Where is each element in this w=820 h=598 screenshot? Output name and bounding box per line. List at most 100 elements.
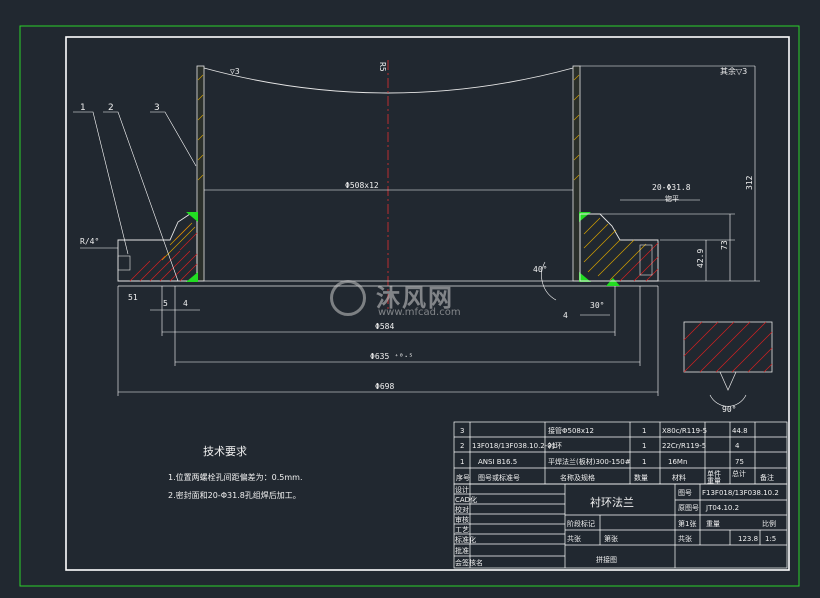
bom-header: 序号 图号或标准号 名称及规格 数量 材料 单件 重量 总计 备注 [456,469,774,485]
label-3: 3 [154,103,160,113]
title-block-roles: 设计 CAD化 校对 审核 工艺 标准化 批准 会签核名 [455,485,483,567]
detail-groove [719,371,737,391]
bom-name: 衬环 [548,441,562,450]
dim-inner-diameter: Φ508x12 [345,181,379,190]
dim-698: Φ698 [375,382,394,391]
bom-code: ANSI B16.5 [478,458,517,466]
tb-sheet-count: 共张 [678,534,692,543]
bom-h-note: 备注 [760,473,774,482]
bom-row-3: 3 接管Φ508x12 1 X80c/R119-5 44.8 [460,426,748,435]
top-note: R5 [378,62,387,72]
bom-h-qty: 数量 [634,473,648,482]
bom-qty: 1 [642,458,646,466]
dim-584: Φ584 [375,322,394,331]
tb-weight-label: 重量 [706,520,720,528]
tb-sheet-label: 第1张 [678,519,696,528]
wall-hatching [197,74,580,181]
tech-item-2: 2.密封面和20-Φ31.8孔组焊后加工。 [168,490,301,500]
bom-h-code: 图号或标准号 [478,473,520,482]
right-flange-outline [579,213,659,282]
detail-view-box [683,321,773,373]
right-dim-lines [580,65,760,282]
watermark-brand: 沐风网 [376,284,454,312]
tb-role: 会签核名 [455,558,483,567]
tb-role: 标准化 [455,535,476,544]
bom-h-name: 名称及规格 [560,473,595,482]
bom-h-no: 序号 [456,473,470,482]
cylinder-right-wall [572,65,581,282]
side-note: R/4° [80,237,99,246]
watermark-url: www.mfcad.com [378,307,461,318]
tb-scale: 1:5 [765,535,776,543]
tb-role: 审核 [455,515,469,524]
bom-h-unit: 单件 [707,469,721,478]
tb-role: 校对 [455,505,469,514]
dim-4: 4 [563,311,568,320]
watermark: 沐风网 www.mfcad.com [330,278,500,322]
tb-sheets: 共张 [567,534,581,543]
left-flange-hatch [129,224,198,282]
label-leaders [73,111,197,282]
bom-no: 3 [460,427,464,435]
rough-mark-top: ▽3 [230,67,240,76]
dim-312: 312 [745,175,754,190]
tech-title: 技术要求 [203,445,247,458]
bom-qty: 1 [642,442,646,450]
detail-angle-arc [709,394,747,407]
bom-weight: 75 [735,458,744,466]
tb-standard-label: 原图号 [678,504,699,512]
bom-material: 22Cr/R119-5 [662,442,706,450]
left-flange-hatch-yellow [161,222,196,261]
bom-qty: 1 [642,427,646,435]
bom-weight: 44.8 [732,427,748,435]
part-name: 衬环法兰 [590,495,634,509]
dim-635: Φ635 ⁺⁰·⁵ [370,352,413,361]
bom-weight: 4 [735,442,740,450]
bom-no: 2 [460,442,464,450]
label-2: 2 [108,103,114,113]
dim-spotface: 锪平 [665,194,679,203]
dim-5: 5 [163,299,168,308]
bom-material: X80c/R119-5 [662,427,707,435]
bom-row-1: 1 ANSI B16.5 平焊法兰(板材)300-150# 1 16Mn 75 [460,457,744,466]
dim-holes: 20-Φ31.8 [652,183,691,192]
dim-51: 51 [128,293,138,302]
bom-h-total: 总计 [732,469,746,478]
dim-40: 40° [533,265,547,274]
weld-symbols [186,212,620,286]
dim-30: 30° [590,301,604,310]
bom-code: 13F018/13F038.10.2-01 [472,442,556,450]
left-bolt-hole [117,255,131,271]
right-bolt-hole [639,244,653,276]
tb-role: 设计 [455,485,469,494]
watermark-logo-icon [330,280,366,316]
detail-hatch [683,321,773,373]
cylinder-left-wall [196,65,205,282]
tb-role: 工艺 [455,526,469,534]
bom-material: 16Mn [668,458,687,466]
bottom-dim-lines [117,286,659,396]
tb-standard: JT04.10.2 [705,504,739,512]
tb-role: 批准 [455,546,469,555]
dim-73: 73 [720,240,729,250]
dim-4-left: 4 [183,299,188,308]
tb-sheet: 第张 [604,534,618,543]
title-block-grid [453,483,788,569]
inner-frame [65,36,790,571]
bom-row-2: 2 13F018/13F038.10.2-01 衬环 1 22Cr/R119-5… [460,441,740,450]
bom-grid [453,421,788,485]
bom-name: 接管Φ508x12 [548,426,594,435]
dim-42: 42.9 [696,249,705,268]
tb-drawing-no: F13F018/13F038.10.2 [702,489,779,497]
bom-h-weight: 重量 [707,477,721,485]
right-flange-hatch-yellow [583,217,647,281]
bom-no: 1 [460,458,464,466]
tb-role: CAD化 [455,495,477,504]
outer-frame [19,25,800,587]
dim-90: 90° [722,405,736,414]
cylinder-top-arc [203,67,574,94]
tb-stage: 阶段标记 [567,519,595,528]
label-1: 1 [80,103,86,113]
roughness-note: 其余▽3 [720,66,747,76]
